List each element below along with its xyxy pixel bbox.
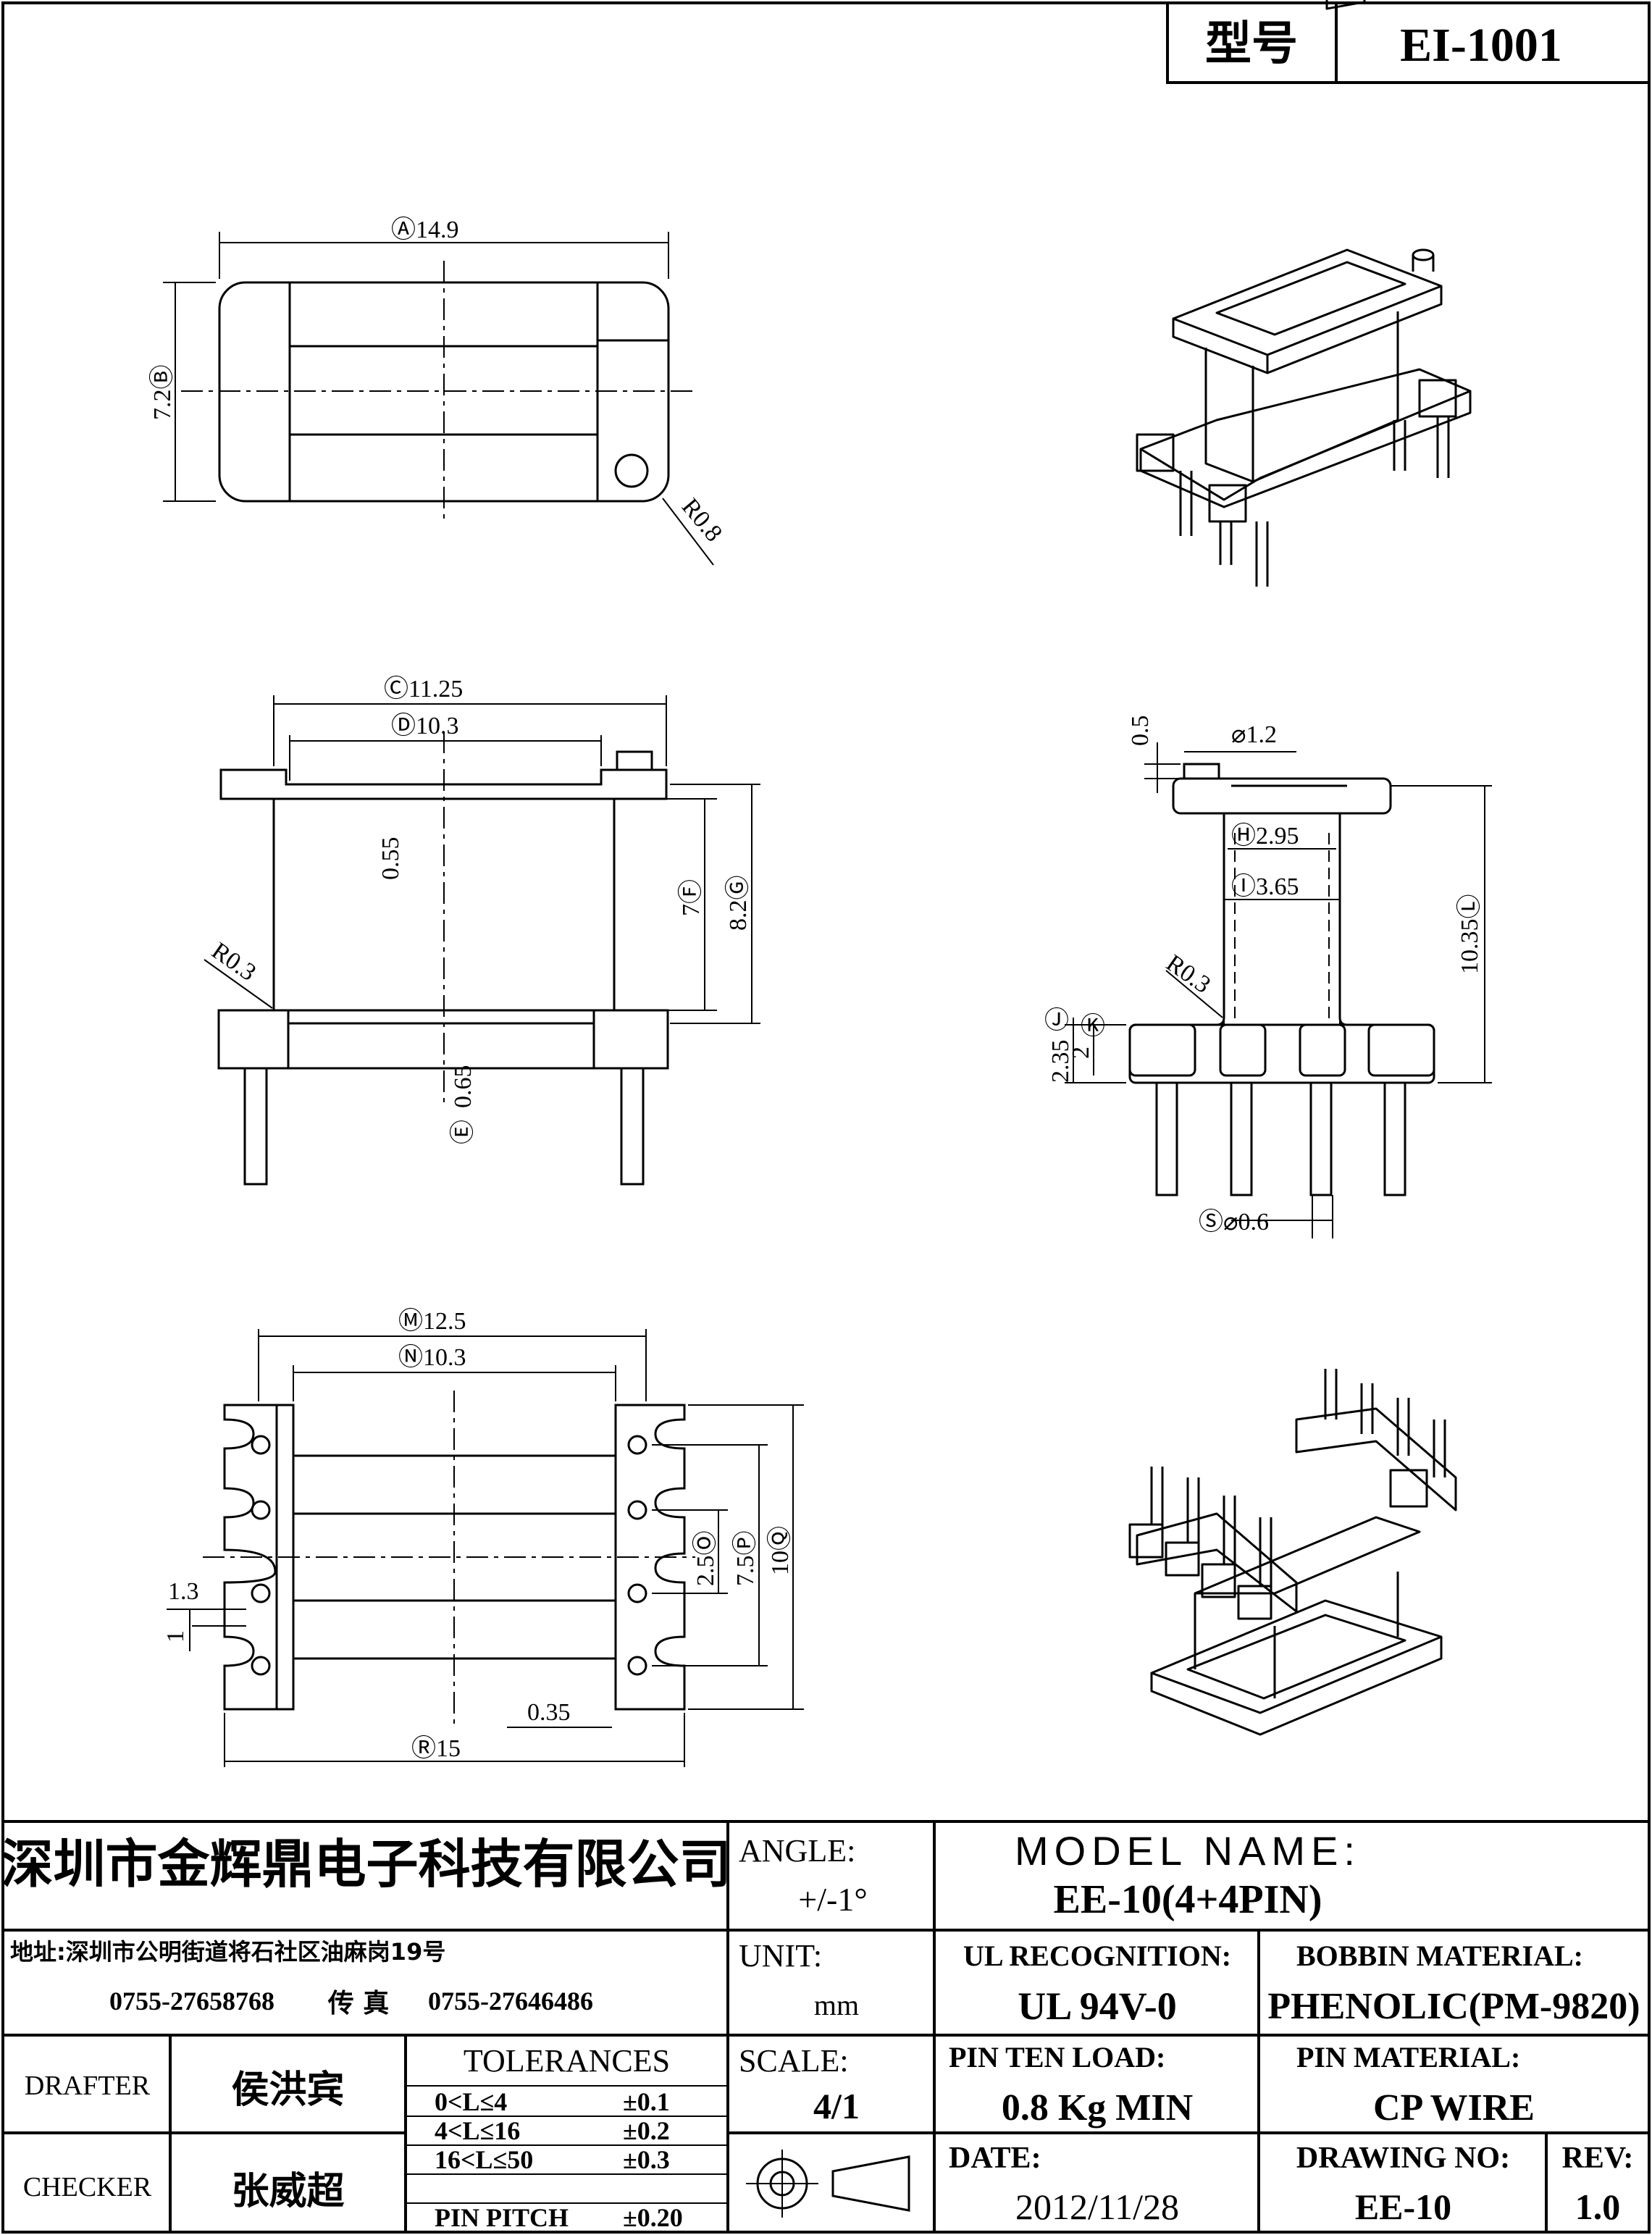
drafter-label: DRAFTER [24, 2071, 151, 2101]
model-name-label: MODEL NAME: [1015, 1827, 1361, 1874]
dim-a: Ⓐ14.9 [391, 216, 459, 243]
side-base [1128, 1023, 1435, 1084]
dim-s: Ⓢ⌀0.6 [1199, 1208, 1269, 1236]
front-pin-right [620, 1067, 645, 1186]
header-model-label: 型号 [1205, 17, 1298, 71]
isometric-view-top [1136, 0, 1472, 587]
header-model-value: EI-1001 [1400, 19, 1562, 72]
side-peg [1183, 763, 1220, 780]
tolerances-grid [406, 2085, 728, 2204]
checker-name: 张威超 [231, 2169, 345, 2213]
bottom-view [167, 1329, 804, 1767]
dim-h: Ⓗ2.95 [1231, 822, 1299, 850]
company-address: 地址:深圳市公明街道将石社区油麻岗19号 [10, 1938, 446, 1966]
dim-q: 10Ⓠ [766, 1526, 794, 1575]
side-pin-4 [1383, 1081, 1406, 1196]
tolerance-range-3: 16<L≤50 [435, 2145, 534, 2174]
company-fax: 0755-27646486 [428, 1987, 593, 2016]
tolerance-range-4: PIN PITCH [435, 2203, 569, 2232]
date-label: DATE: [949, 2142, 1041, 2175]
dim-m: Ⓜ12.5 [398, 1307, 466, 1335]
side-pin-2 [1230, 1081, 1253, 1196]
company-name: 深圳市金辉鼎电子科技有限公司 [1, 1833, 731, 1895]
pin-material-label: PIN MATERIAL: [1296, 2040, 1521, 2073]
dim-e: Ⓔ [449, 1120, 477, 1144]
pin-load-label: PIN TEN LOAD: [949, 2040, 1166, 2073]
dim-base-h: 2 [1068, 1047, 1094, 1059]
drawing-no-label: DRAWING NO: [1296, 2142, 1511, 2175]
drawing-no-value: EE-10 [1354, 2186, 1452, 2227]
pin1-marker-circle [614, 453, 649, 488]
company-fax-label: 传 真 [327, 1989, 390, 2018]
rev-label: REV: [1561, 2142, 1634, 2175]
header-model-box: 型号 EI-1001 [1166, 3, 1649, 84]
dim-r: Ⓡ15 [411, 1735, 461, 1762]
unit-label: UNIT: [739, 1937, 823, 1974]
ul-value: UL 94V-0 [1018, 1984, 1177, 2028]
model-name-value: EE-10(4+4PIN) [1053, 1877, 1322, 1922]
dim-top-radius: R0.8 [676, 493, 727, 547]
dim-o: 2.5Ⓞ [692, 1531, 719, 1587]
dim-base-total: 2.35 [1047, 1040, 1074, 1083]
company-phone: 0755-27658768 [109, 1987, 274, 2016]
side-top-flange [1172, 777, 1392, 815]
dim-d: Ⓓ10.3 [391, 712, 459, 739]
dim-flange: 0.55 [377, 837, 404, 881]
dim-p: 7.5Ⓟ [731, 1531, 759, 1587]
dim-k: Ⓚ [1081, 1012, 1105, 1040]
dim-f: 7Ⓕ [677, 879, 705, 916]
top-view [163, 232, 714, 566]
unit-value: mm [813, 1988, 860, 2021]
projection-symbol-icon [746, 2150, 910, 2218]
dim-j: Ⓙ [1044, 1007, 1069, 1034]
dim-b: 7.2Ⓑ [148, 365, 176, 421]
ul-label: UL RECOGNITION: [963, 1939, 1232, 1972]
dim-peg-h: 0.5 [1127, 716, 1154, 747]
tolerance-range-1: 0<L≤4 [435, 2087, 508, 2116]
front-pin-left [243, 1067, 268, 1186]
dim-n: Ⓝ10.3 [398, 1343, 466, 1371]
tolerance-value-4: ±0.20 [623, 2203, 683, 2232]
front-top-flange [219, 768, 668, 800]
tolerances-label: TOLERANCES [463, 2042, 671, 2079]
isometric-view-bottom [1128, 1369, 1457, 1736]
pin-material-value: CP WIRE [1373, 2087, 1535, 2129]
pin-load-value: 0.8 Kg MIN [1001, 2087, 1194, 2129]
drafter-name: 侯洪宾 [231, 2068, 345, 2112]
bottom-right-rail [614, 1404, 686, 1711]
dim-base: 0.65 [450, 1065, 477, 1109]
side-view [1065, 742, 1492, 1238]
bobbin-label: BOBBIN MATERIAL: [1296, 1939, 1583, 1972]
tolerance-value-3: ±0.3 [623, 2145, 670, 2174]
angle-label: ANGLE: [739, 1832, 856, 1869]
dim-front-radius: R0.3 [206, 937, 261, 986]
dim-peg-d: ⌀1.2 [1231, 721, 1277, 748]
dim-side-radius: R0.3 [1161, 949, 1215, 999]
scale-value: 4/1 [813, 2086, 860, 2126]
rev-value: 1.0 [1575, 2186, 1621, 2227]
title-block-grid [3, 1820, 1649, 2232]
tolerance-range-2: 4<L≤16 [435, 2116, 521, 2145]
dim-i: Ⓘ3.65 [1231, 873, 1299, 900]
dim-slot-w: 1.3 [168, 1578, 199, 1605]
dim-gap: 0.35 [527, 1699, 571, 1726]
angle-value: +/-1° [798, 1880, 868, 1918]
scale-label: SCALE: [739, 2042, 849, 2079]
dim-c: Ⓒ11.25 [384, 675, 463, 703]
bottom-left-rail [223, 1404, 295, 1711]
dim-l: 10.35Ⓛ [1456, 894, 1483, 975]
side-pin-1 [1155, 1081, 1178, 1196]
checker-label: CHECKER [22, 2172, 152, 2202]
tolerance-value-1: ±0.1 [623, 2087, 670, 2116]
front-view [204, 695, 760, 1186]
tolerance-value-2: ±0.2 [623, 2116, 670, 2145]
dim-slot-d: 1 [162, 1630, 189, 1643]
side-pin-3 [1309, 1081, 1333, 1196]
date-value: 2012/11/28 [1015, 2186, 1179, 2227]
front-peg [616, 750, 653, 771]
dim-g: 8.2Ⓖ [724, 876, 752, 931]
bobbin-value: PHENOLIC(PM-9820) [1267, 1985, 1640, 2027]
